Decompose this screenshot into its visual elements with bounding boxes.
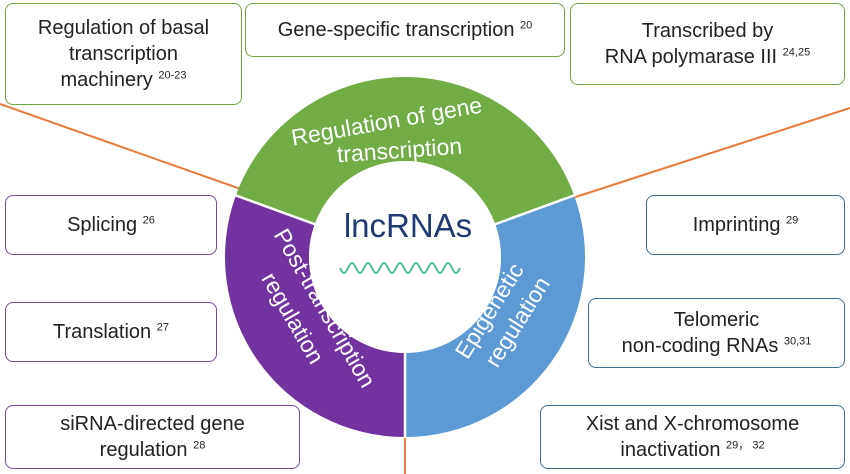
- box-xist-line2: inactivation: [620, 439, 721, 461]
- box-gene-specific-ref: 20: [520, 19, 533, 32]
- separator-top-left: [234, 193, 316, 226]
- center-circle: [309, 161, 501, 353]
- box-telomeric: Telomeric non-coding RNAs 30,31: [588, 298, 845, 368]
- box-gene-specific-line1: Gene-specific transcription: [277, 19, 515, 41]
- box-splicing: Splicing 26: [5, 195, 217, 255]
- box-sirna-line2: regulation: [99, 439, 188, 461]
- box-xist-line1: Xist and X-chromosome: [585, 413, 800, 435]
- box-xist: Xist and X-chromosome inactivation 29， 3…: [540, 405, 845, 469]
- center-label: lncRNAs: [344, 207, 472, 244]
- box-basal-ref: 20-23: [158, 69, 187, 82]
- box-sirna-ref: 28: [193, 439, 206, 452]
- box-pol3-ref: 24,25: [782, 46, 811, 59]
- box-imprinting-ref: 29: [786, 214, 799, 227]
- box-basal-line2: transcription: [69, 43, 178, 65]
- box-splicing-line1: Splicing: [67, 214, 138, 236]
- box-telomeric-line2: non-coding RNAs: [621, 335, 779, 357]
- box-imprinting: Imprinting 29: [646, 195, 845, 255]
- segment-transcription: [235, 77, 575, 225]
- box-pol3-line2: RNA polymarase III: [604, 46, 778, 68]
- segment-epigenetic: [405, 195, 585, 437]
- box-translation-ref: 27: [156, 321, 169, 334]
- separator-top-right: [494, 193, 576, 226]
- box-telomeric-ref: 30,31: [783, 335, 812, 348]
- box-basal-line3: machinery: [60, 69, 153, 91]
- box-pol3-line1: Transcribed by: [641, 20, 774, 42]
- rna-wave-icon: [339, 261, 461, 275]
- box-rna-polymerase-iii: Transcribed by RNA polymarase III 24,25: [570, 3, 845, 85]
- connector-line-right: [519, 107, 850, 216]
- box-translation: Translation 27: [5, 302, 217, 362]
- segment-post-transcription: [225, 195, 405, 437]
- box-sirna-directed: siRNA-directed gene regulation 28: [5, 405, 300, 469]
- box-gene-specific-transcription: Gene-specific transcription 20: [245, 3, 565, 57]
- box-sirna-line1: siRNA-directed gene: [60, 413, 245, 435]
- box-telomeric-line1: Telomeric: [673, 309, 760, 331]
- box-translation-line1: Translation: [52, 321, 152, 343]
- box-splicing-ref: 26: [142, 214, 155, 227]
- box-imprinting-line1: Imprinting: [692, 214, 781, 236]
- box-basal-transcription: Regulation of basal transcription machin…: [5, 3, 242, 105]
- box-xist-ref: 29， 32: [726, 439, 765, 452]
- box-basal-line1: Regulation of basal: [37, 17, 210, 39]
